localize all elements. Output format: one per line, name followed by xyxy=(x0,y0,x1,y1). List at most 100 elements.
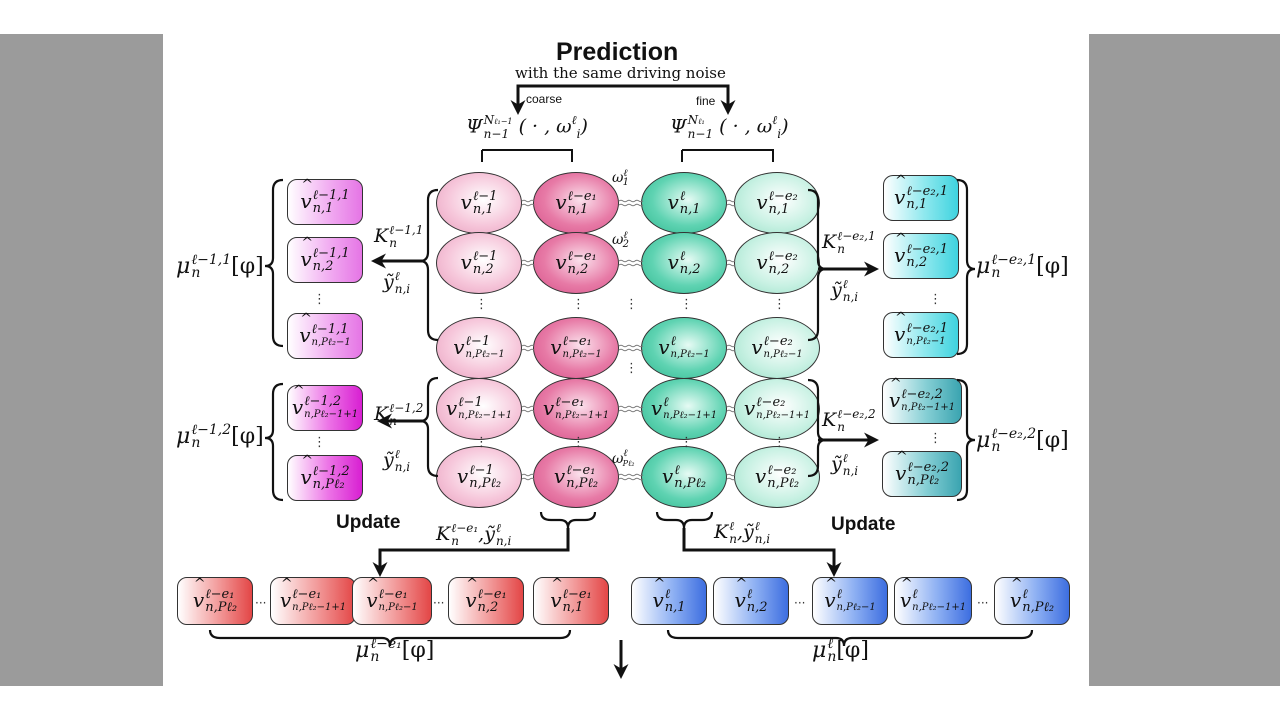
grid-ellipsis-col1: ⋮ xyxy=(475,297,488,312)
fine-label: fine xyxy=(696,94,716,108)
brace-left-boxes-2 xyxy=(264,382,284,502)
update-label-left: Update xyxy=(336,512,401,533)
noise-wave xyxy=(618,263,644,267)
left-margin-panel xyxy=(0,34,163,686)
grid-ellipsis-col4-b: ⋮ xyxy=(773,435,786,450)
noise-label-1: ωℓ1 xyxy=(612,168,629,188)
noise-wave xyxy=(618,199,644,203)
brace-right-boxes-1 xyxy=(956,178,976,356)
grid-ellipsis-col2-b: ⋮ xyxy=(572,435,585,450)
noise-wave xyxy=(618,203,644,207)
noise-label-last: ωℓPℓ₂ xyxy=(612,448,635,468)
grid-ellipsis-mid: ⋮ xyxy=(625,297,638,312)
right-box-ellipsis-1: ⋮ xyxy=(929,292,942,307)
left-analysis-box: vℓ−1,1n,2 xyxy=(287,235,363,283)
bottom-blue-box: vℓn,1 xyxy=(631,576,707,625)
bottom-blue-box: vℓn,2 xyxy=(713,576,789,625)
right-analysis-box: vℓ−e₂,1n,Pℓ₂−1 xyxy=(883,310,959,358)
right-analysis-box: vℓ−e₂,2n,Pℓ₂ xyxy=(882,449,962,497)
left-analysis-box: vℓ−1,1n,Pℓ₂−1 xyxy=(287,311,363,359)
blue-ellipsis-2: ··· xyxy=(977,596,989,610)
right-box-ellipsis-2: ⋮ xyxy=(929,431,942,446)
bottom-red-box: vℓ−e₁n,Pℓ₂−1 xyxy=(352,576,432,625)
red-ellipsis-1: ··· xyxy=(255,596,267,610)
bottom-blue-box: vℓn,Pℓ₂−1 xyxy=(812,576,888,625)
noise-wave xyxy=(618,348,644,352)
grid-ellipsis-col3: ⋮ xyxy=(680,297,693,312)
grid-ellipsis-col2: ⋮ xyxy=(572,297,585,312)
right-analysis-box: vℓ−e₂,2n,Pℓ₂−1+1 xyxy=(882,376,962,424)
left-box-ellipsis-1: ⋮ xyxy=(313,292,326,307)
bottom-blue-box: vℓn,Pℓ₂ xyxy=(994,576,1070,625)
bottom-blue-box: vℓn,Pℓ₂−1+1 xyxy=(894,576,972,625)
noise-wave xyxy=(618,259,644,263)
left-analysis-box: vℓ−1,2n,Pℓ₂−1+1 xyxy=(287,383,363,431)
left-analysis-box: vℓ−1,2n,Pℓ₂ xyxy=(287,453,363,501)
left-box-ellipsis-2: ⋮ xyxy=(313,435,326,450)
noise-wave xyxy=(618,409,644,413)
right-margin-panel xyxy=(1089,34,1280,686)
update-label-right: Update xyxy=(831,514,896,535)
noise-wave xyxy=(618,405,644,409)
bottom-red-box: vℓ−e₁n,1 xyxy=(533,576,609,625)
brace-under-red-col xyxy=(539,511,597,529)
right-analysis-box: vℓ−e₂,1n,1 xyxy=(883,173,959,221)
grid-ellipsis-mid2: ⋮ xyxy=(625,361,638,376)
bottom-red-box: vℓ−e₁n,Pℓ₂−1+1 xyxy=(270,576,356,625)
noise-wave xyxy=(618,477,644,481)
red-ellipsis-2: ··· xyxy=(433,596,445,610)
brace-under-teal-col xyxy=(655,511,714,529)
fine-fork-line xyxy=(681,149,774,162)
coarse-fork-line xyxy=(481,149,573,162)
grid-ellipsis-col4: ⋮ xyxy=(773,297,786,312)
bottom-red-box: vℓ−e₁n,2 xyxy=(448,576,524,625)
prediction-title: Prediction xyxy=(556,38,679,66)
bottom-red-box: vℓ−e₁n,Pℓ₂ xyxy=(177,576,253,625)
prediction-subtitle: with the same driving noise xyxy=(515,64,726,82)
grid-ellipsis-col1-b: ⋮ xyxy=(475,435,488,450)
noise-label-2: ωℓ2 xyxy=(612,230,629,250)
noise-wave xyxy=(618,344,644,348)
noise-wave xyxy=(618,473,644,477)
right-analysis-box: vℓ−e₂,1n,2 xyxy=(883,231,959,279)
coarse-label: coarse xyxy=(526,92,563,106)
grid-ellipsis-col3-b: ⋮ xyxy=(680,435,693,450)
left-analysis-box: vℓ−1,1n,1 xyxy=(287,177,363,225)
